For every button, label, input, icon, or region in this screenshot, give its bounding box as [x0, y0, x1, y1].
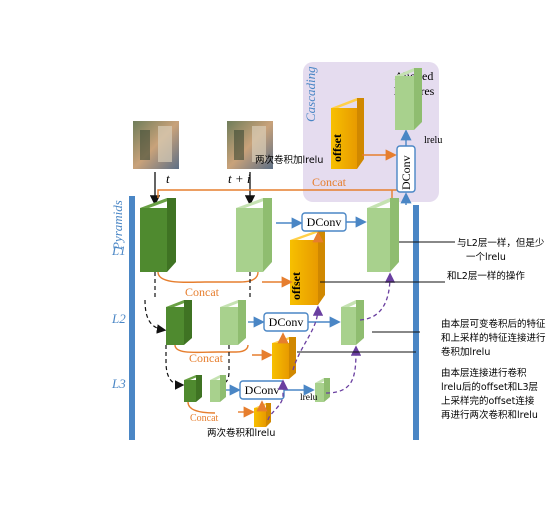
l3-feature-t — [184, 375, 202, 402]
l2-dconv-label: DConv — [269, 315, 304, 329]
l3-dashed-t — [165, 345, 185, 390]
l2-concat-bracket — [174, 344, 249, 354]
level-l2-label: L2 — [111, 311, 126, 326]
annotation-l1-line2: 一个lrelu — [466, 252, 506, 263]
level-l3-label: L3 — [111, 376, 126, 391]
l3-concat-label: Concat — [190, 413, 219, 424]
pyramids-label: Pyramids — [110, 200, 125, 251]
annotation-l3-line2: lrelu后的offset和L3层 — [441, 381, 538, 393]
annotation-conv-twice-top: 两次卷积加lrelu — [255, 154, 323, 166]
level-l1-label: L1 — [111, 243, 126, 258]
l2-dashed-t — [144, 299, 167, 334]
cascading-label: Cascading — [303, 66, 318, 122]
l3-feature-upsample — [325, 345, 362, 394]
l1-offset-label: offset — [289, 272, 303, 300]
l1-feature-t — [140, 198, 176, 272]
l3-lrelu-label: lrelu — [300, 393, 318, 403]
frame-t-plus-i-label: t + i — [228, 171, 251, 186]
l3-aligned-feature — [315, 378, 330, 402]
l2-aligned-feature — [341, 300, 364, 345]
l3-dconv-label: DConv — [245, 383, 280, 397]
l2-offset-upsample — [292, 305, 324, 371]
top-concat-label: Concat — [312, 175, 347, 189]
l1-dconv-label: DConv — [307, 215, 342, 229]
l1-offset-block — [290, 230, 325, 305]
annotation-l1-offset: 和L2层一样的操作 — [447, 270, 525, 282]
annotation-l3-line3: 上采样完的offset连接 — [441, 395, 535, 407]
l3-offset-upsample — [267, 379, 289, 421]
frame-t-plus-i-image — [227, 121, 273, 169]
l2-feature-t-plus-i — [220, 300, 246, 345]
annotation-l2-line2: 和上采样的特征连接进行 — [441, 332, 546, 344]
l1-concat-bracket — [157, 271, 259, 283]
l3-feature-t-plus-i — [210, 375, 226, 402]
l3-concat-bracket — [187, 401, 216, 414]
l1-aligned-feature — [367, 198, 399, 272]
cascade-dconv-label: DConv — [399, 155, 413, 190]
annotation-conv-twice-bottom: 两次卷积和lrelu — [207, 427, 275, 439]
annotation-l3-line1: 由本层连接进行卷积 — [441, 367, 527, 379]
cascade-offset-label: offset — [330, 134, 344, 162]
l2-concat-label: Concat — [189, 351, 224, 365]
l1-feature-t-plus-i — [236, 198, 272, 272]
frame-t-label: t — [166, 171, 170, 186]
l1-concat-label: Concat — [185, 285, 220, 299]
annotation-l2-line1: 由本层可变卷积后的特征 — [441, 318, 546, 330]
cascade-lrelu-label: lrelu — [424, 135, 442, 146]
l2-feature-t — [166, 300, 192, 345]
l3-dashed-t-plus-i — [213, 345, 230, 390]
aligned-features-block — [395, 68, 422, 130]
l2-offset-block — [272, 337, 296, 379]
annotation-l2-line3: 卷积加lrelu — [441, 346, 490, 358]
cascade-offset-block — [331, 98, 364, 169]
frame-t-image — [133, 121, 179, 169]
annotation-l3-line4: 再进行两次卷积和lrelu — [441, 409, 538, 421]
annotation-l1-line1: 与L2层一样，但是少 — [457, 237, 545, 249]
